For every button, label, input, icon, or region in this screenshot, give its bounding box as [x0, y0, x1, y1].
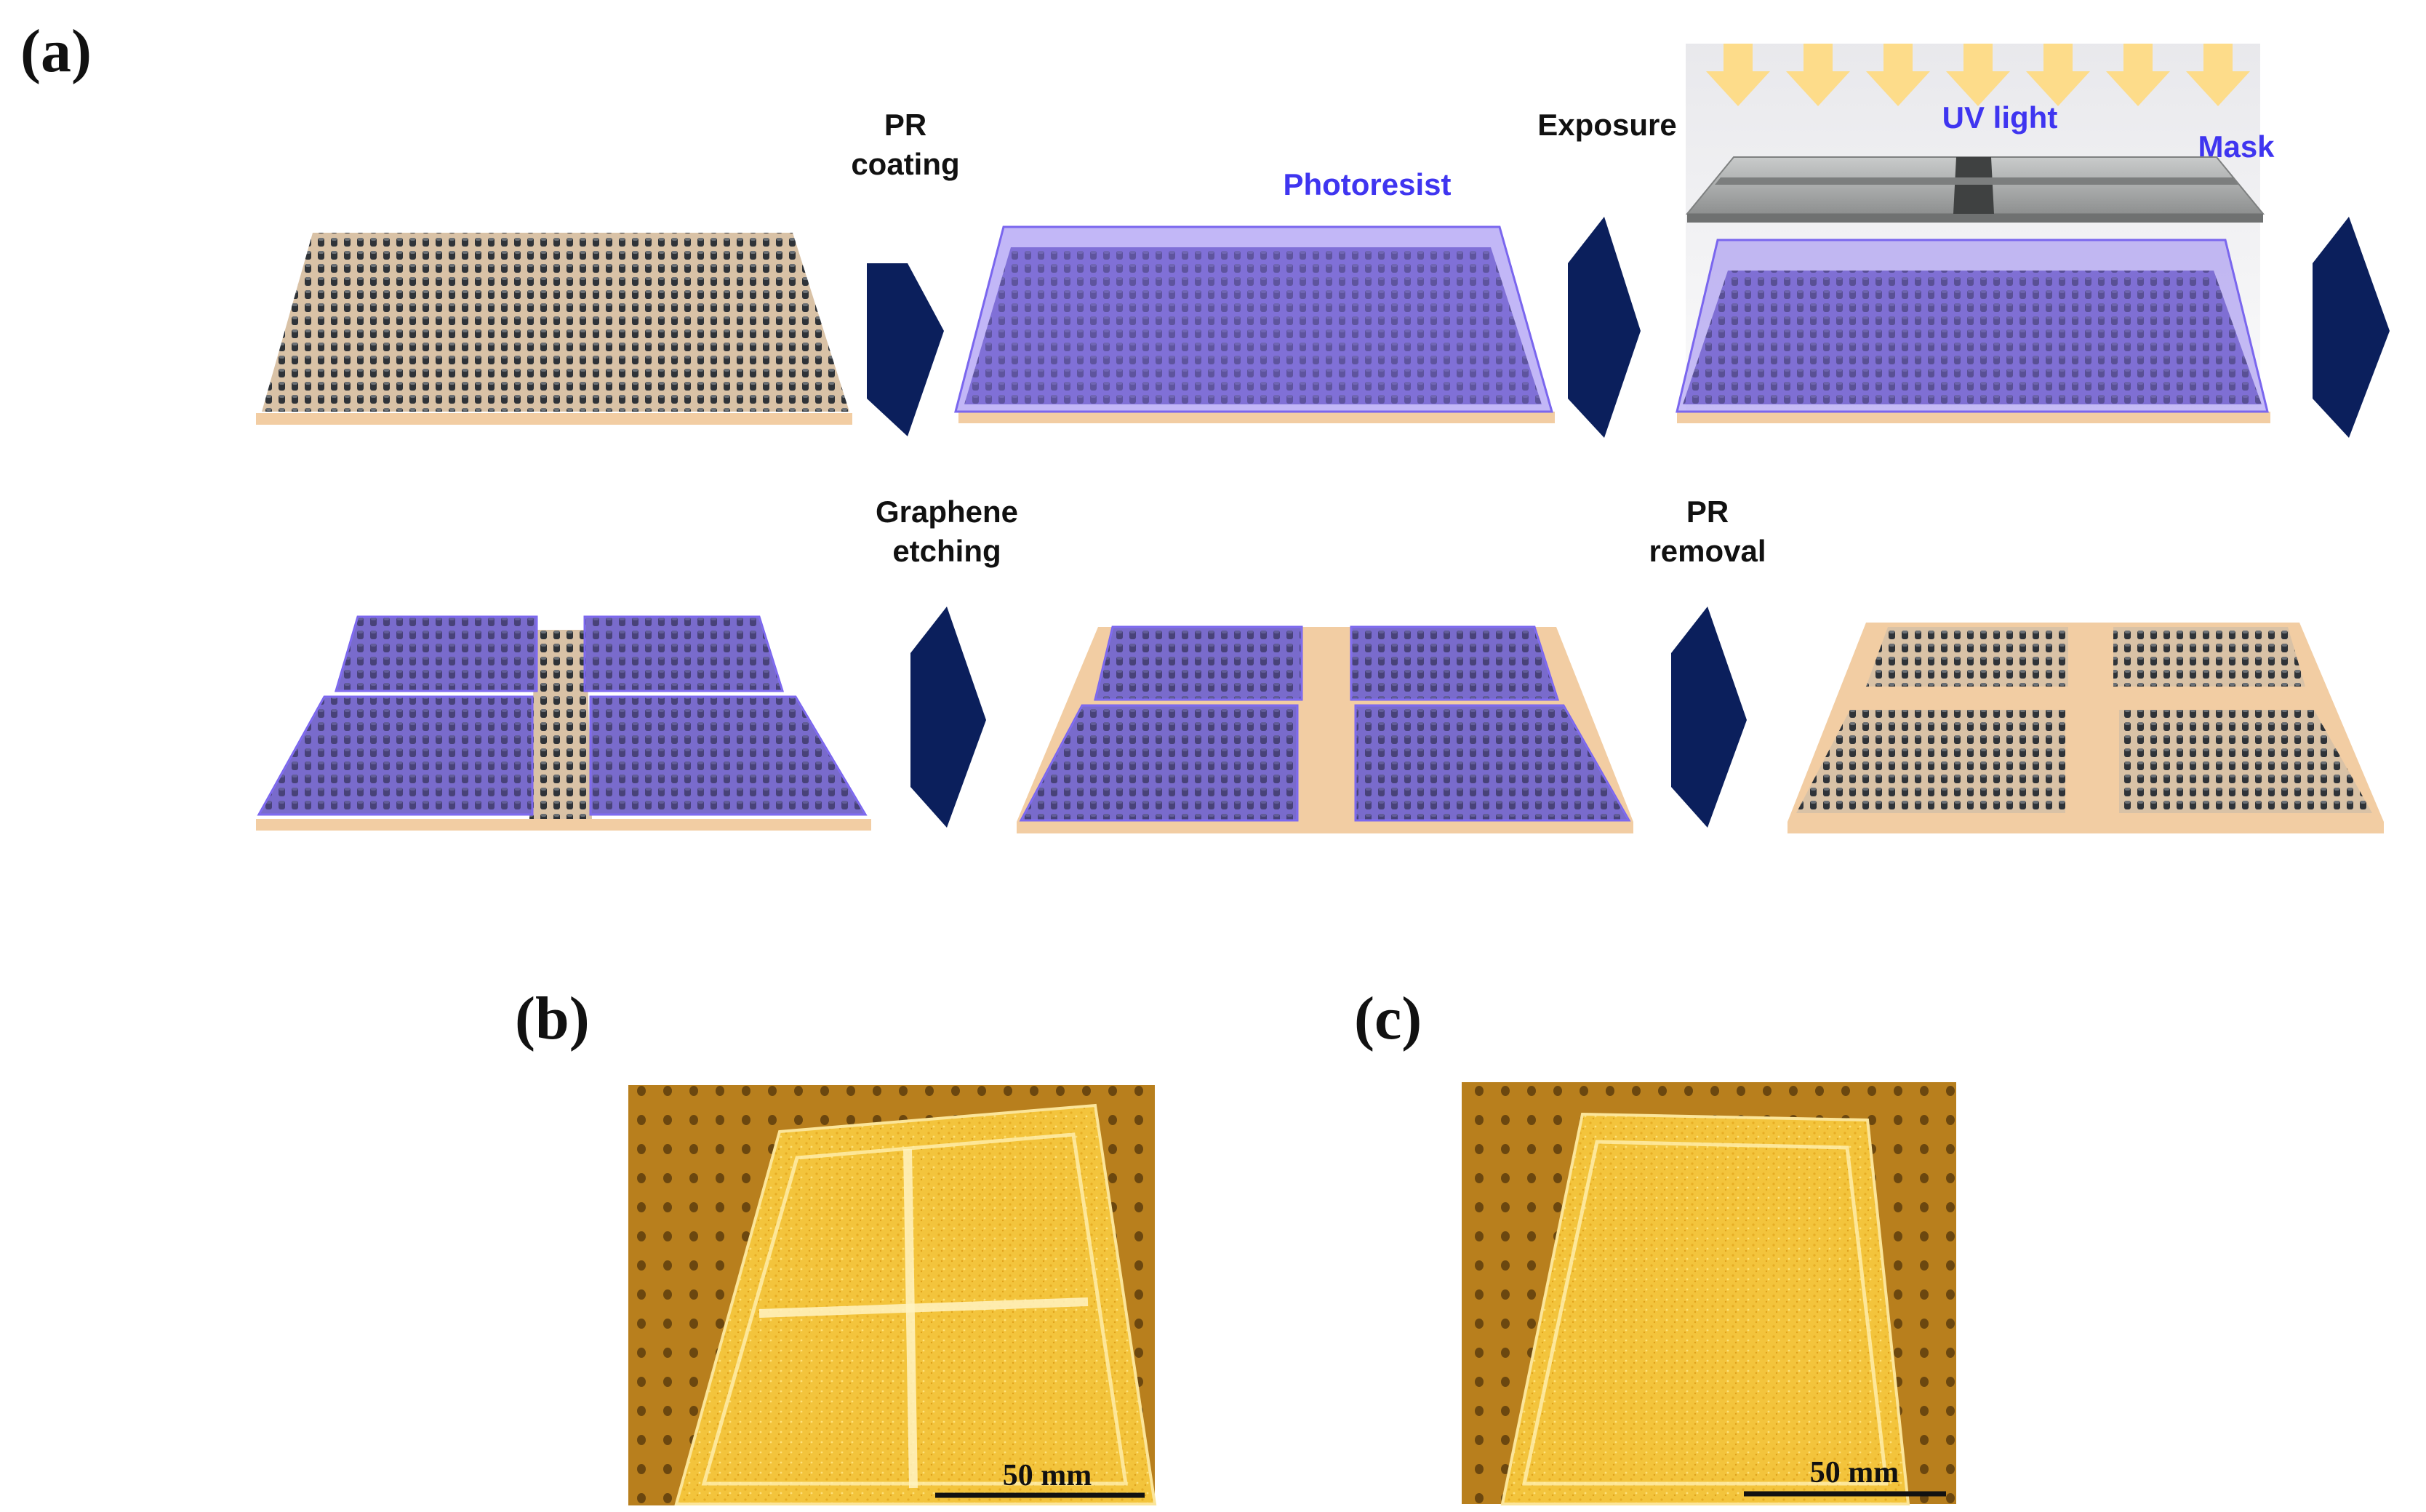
- svg-text:etching: etching: [892, 534, 1001, 568]
- process-arrow-3: [2313, 217, 2390, 438]
- uv-arrow-1: [1706, 44, 1770, 106]
- pr-overlay: [585, 617, 782, 691]
- pr-block-bottom-left: [257, 695, 534, 816]
- uv-arrow-3: [1866, 44, 1930, 106]
- panel-label-a: (a): [20, 17, 92, 85]
- uv-arrows: [1706, 44, 2250, 106]
- svg-text:coating: coating: [851, 147, 959, 181]
- substrate: [1788, 822, 2384, 833]
- photo-b-sheet-inner-border: [701, 1132, 1128, 1486]
- stage-graphene-on-substrate: [256, 233, 852, 425]
- pr-block-top-left: [1094, 625, 1303, 701]
- uv-arrow-6: [2106, 44, 2170, 106]
- panel-label-c: (c): [1354, 985, 1422, 1052]
- pr-overlay: [1021, 705, 1297, 820]
- process-arrow-5: [1671, 607, 1747, 828]
- photo-c: 50 mm: [1462, 1082, 1956, 1505]
- graphene-pillar-array: [262, 233, 849, 412]
- pr-block-top-right: [1350, 625, 1560, 701]
- photoresist-layer: [954, 225, 1553, 413]
- pr-overlay: [1351, 627, 1558, 700]
- pr-block-bottom-right: [1354, 704, 1631, 822]
- substrate: [1017, 822, 1633, 833]
- stage-pr-patterned: [256, 615, 871, 831]
- photo-b: 50 mm: [628, 1085, 1157, 1505]
- svg-text:PR: PR: [1686, 495, 1729, 529]
- pr-overlay: [1356, 705, 1629, 820]
- photo-b-scale-label: 50 mm: [1003, 1459, 1092, 1492]
- photo-c-scale-label: 50 mm: [1810, 1456, 1899, 1489]
- pr-block-top-right: [583, 615, 785, 692]
- photo-c-sheet: [1500, 1112, 1910, 1505]
- uv-arrow-4: [1946, 44, 2010, 106]
- pr-block-bottom-left: [1019, 704, 1299, 822]
- uv-arrow-7: [2186, 44, 2250, 106]
- graphene-block-bottom-right: [2119, 710, 2372, 813]
- graphene-block-top-right: [2113, 627, 2305, 687]
- svg-text:Graphene: Graphene: [876, 495, 1018, 529]
- stage-patterned-graphene: [1788, 623, 2384, 833]
- uv-light-label: UV light: [1942, 100, 2058, 135]
- substrate: [256, 819, 871, 831]
- svg-text:removal: removal: [1649, 534, 1766, 568]
- pr-block-bottom-right: [589, 695, 868, 816]
- step-label-exposure: Exposure: [1537, 108, 1676, 142]
- photo-b-pattern-vertical: [903, 1148, 918, 1489]
- pr-overlay: [259, 697, 532, 815]
- process-arrow-2: [1568, 217, 1641, 438]
- step-label-pr-coating: PR coating: [851, 108, 959, 181]
- mask-opening-vertical: [1953, 157, 1994, 214]
- graphene-block-top-left: [1866, 627, 2068, 687]
- step-label-pr-removal: PR removal: [1649, 495, 1766, 568]
- pr-block-top-left: [334, 615, 538, 692]
- substrate: [958, 412, 1555, 423]
- stage-pr-coated: Photoresist: [954, 167, 1555, 423]
- photo-b-pattern-horizontal: [758, 1297, 1089, 1318]
- photoresist-layer: [1676, 239, 2269, 413]
- substrate: [1677, 412, 2270, 423]
- process-arrow-4: [910, 607, 986, 828]
- panel-label-b: (b): [515, 985, 590, 1052]
- stage-graphene-etched: [1017, 625, 1633, 833]
- pr-overlay: [1095, 627, 1302, 700]
- process-arrow-1: [867, 263, 944, 436]
- substrate: [256, 413, 852, 425]
- exposed-graphene-strip: [529, 630, 592, 819]
- graphene-block-bottom-left: [1796, 710, 2065, 813]
- uv-arrow-2: [1786, 44, 1850, 106]
- pr-overlay: [336, 617, 537, 691]
- uv-arrow-5: [2026, 44, 2090, 106]
- svg-text:PR: PR: [884, 108, 926, 142]
- step-label-graphene-etching: Graphene etching: [876, 495, 1018, 568]
- photoresist-label: Photoresist: [1283, 167, 1451, 201]
- stage-uv-exposure: UV light Mask: [1676, 44, 2275, 423]
- mask-opening-horizontal: [1715, 177, 2238, 185]
- photomask-edge: [1687, 214, 2263, 223]
- photo-c-sheet-inner-border: [1521, 1140, 1889, 1486]
- pr-overlay: [591, 697, 865, 815]
